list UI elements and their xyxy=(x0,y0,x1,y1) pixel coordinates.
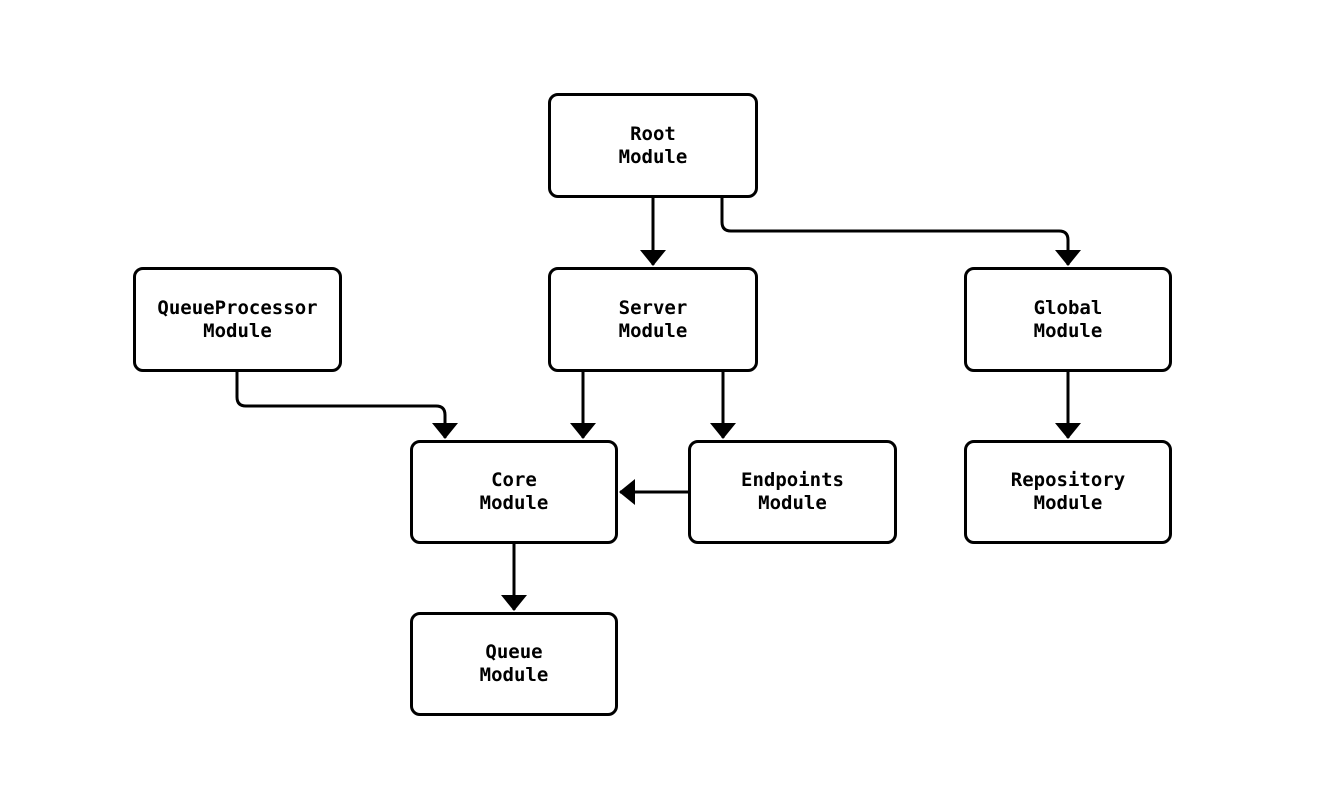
node-root-module: Root Module xyxy=(548,93,758,198)
node-label-line2: Module xyxy=(618,319,688,342)
node-label-line1: Endpoints xyxy=(741,469,844,491)
node-global-module: Global Module xyxy=(964,267,1172,372)
node-label-line1: Core xyxy=(491,469,537,491)
node-server-module: Server Module xyxy=(548,267,758,372)
node-label-line1: QueueProcessor xyxy=(157,296,318,319)
node-repository-module: Repository Module xyxy=(964,440,1172,544)
node-label-line1: Queue xyxy=(485,641,543,663)
node-label-line2: Module xyxy=(1033,492,1103,514)
node-label-line2: Module xyxy=(479,664,549,686)
node-label-line2: Module xyxy=(618,145,688,168)
node-label-line1: Global xyxy=(1033,296,1103,319)
node-label-line2: Module xyxy=(479,492,549,514)
edge-queueprocessor-to-core xyxy=(235,372,458,439)
node-queueprocessor-module: QueueProcessor Module xyxy=(133,267,342,372)
node-label-line1: Server xyxy=(618,296,688,319)
edge-root-to-global xyxy=(720,198,1081,266)
node-core-module: Core Module xyxy=(410,440,618,544)
node-label-line2: Module xyxy=(203,319,272,342)
node-label-line2: Module xyxy=(758,492,827,514)
node-endpoints-module: Endpoints Module xyxy=(688,440,897,544)
node-label-line1: Repository xyxy=(1010,469,1126,491)
node-queue-module: Queue Module xyxy=(410,612,618,716)
node-label-line2: Module xyxy=(1033,319,1103,342)
node-label-line1: Root xyxy=(630,122,676,145)
